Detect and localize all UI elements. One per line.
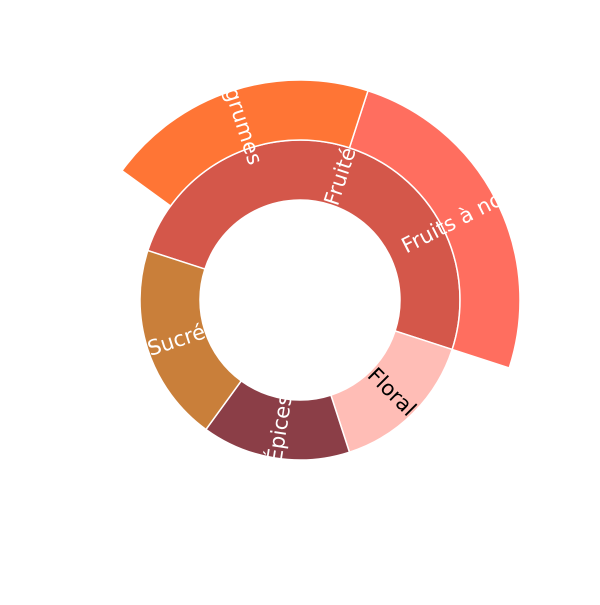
segment-sucre[interactable] [139,249,243,431]
segment-fruits-a-noyau[interactable] [348,89,521,369]
segments-layer [120,79,521,461]
segment-agrumes[interactable] [120,79,369,208]
